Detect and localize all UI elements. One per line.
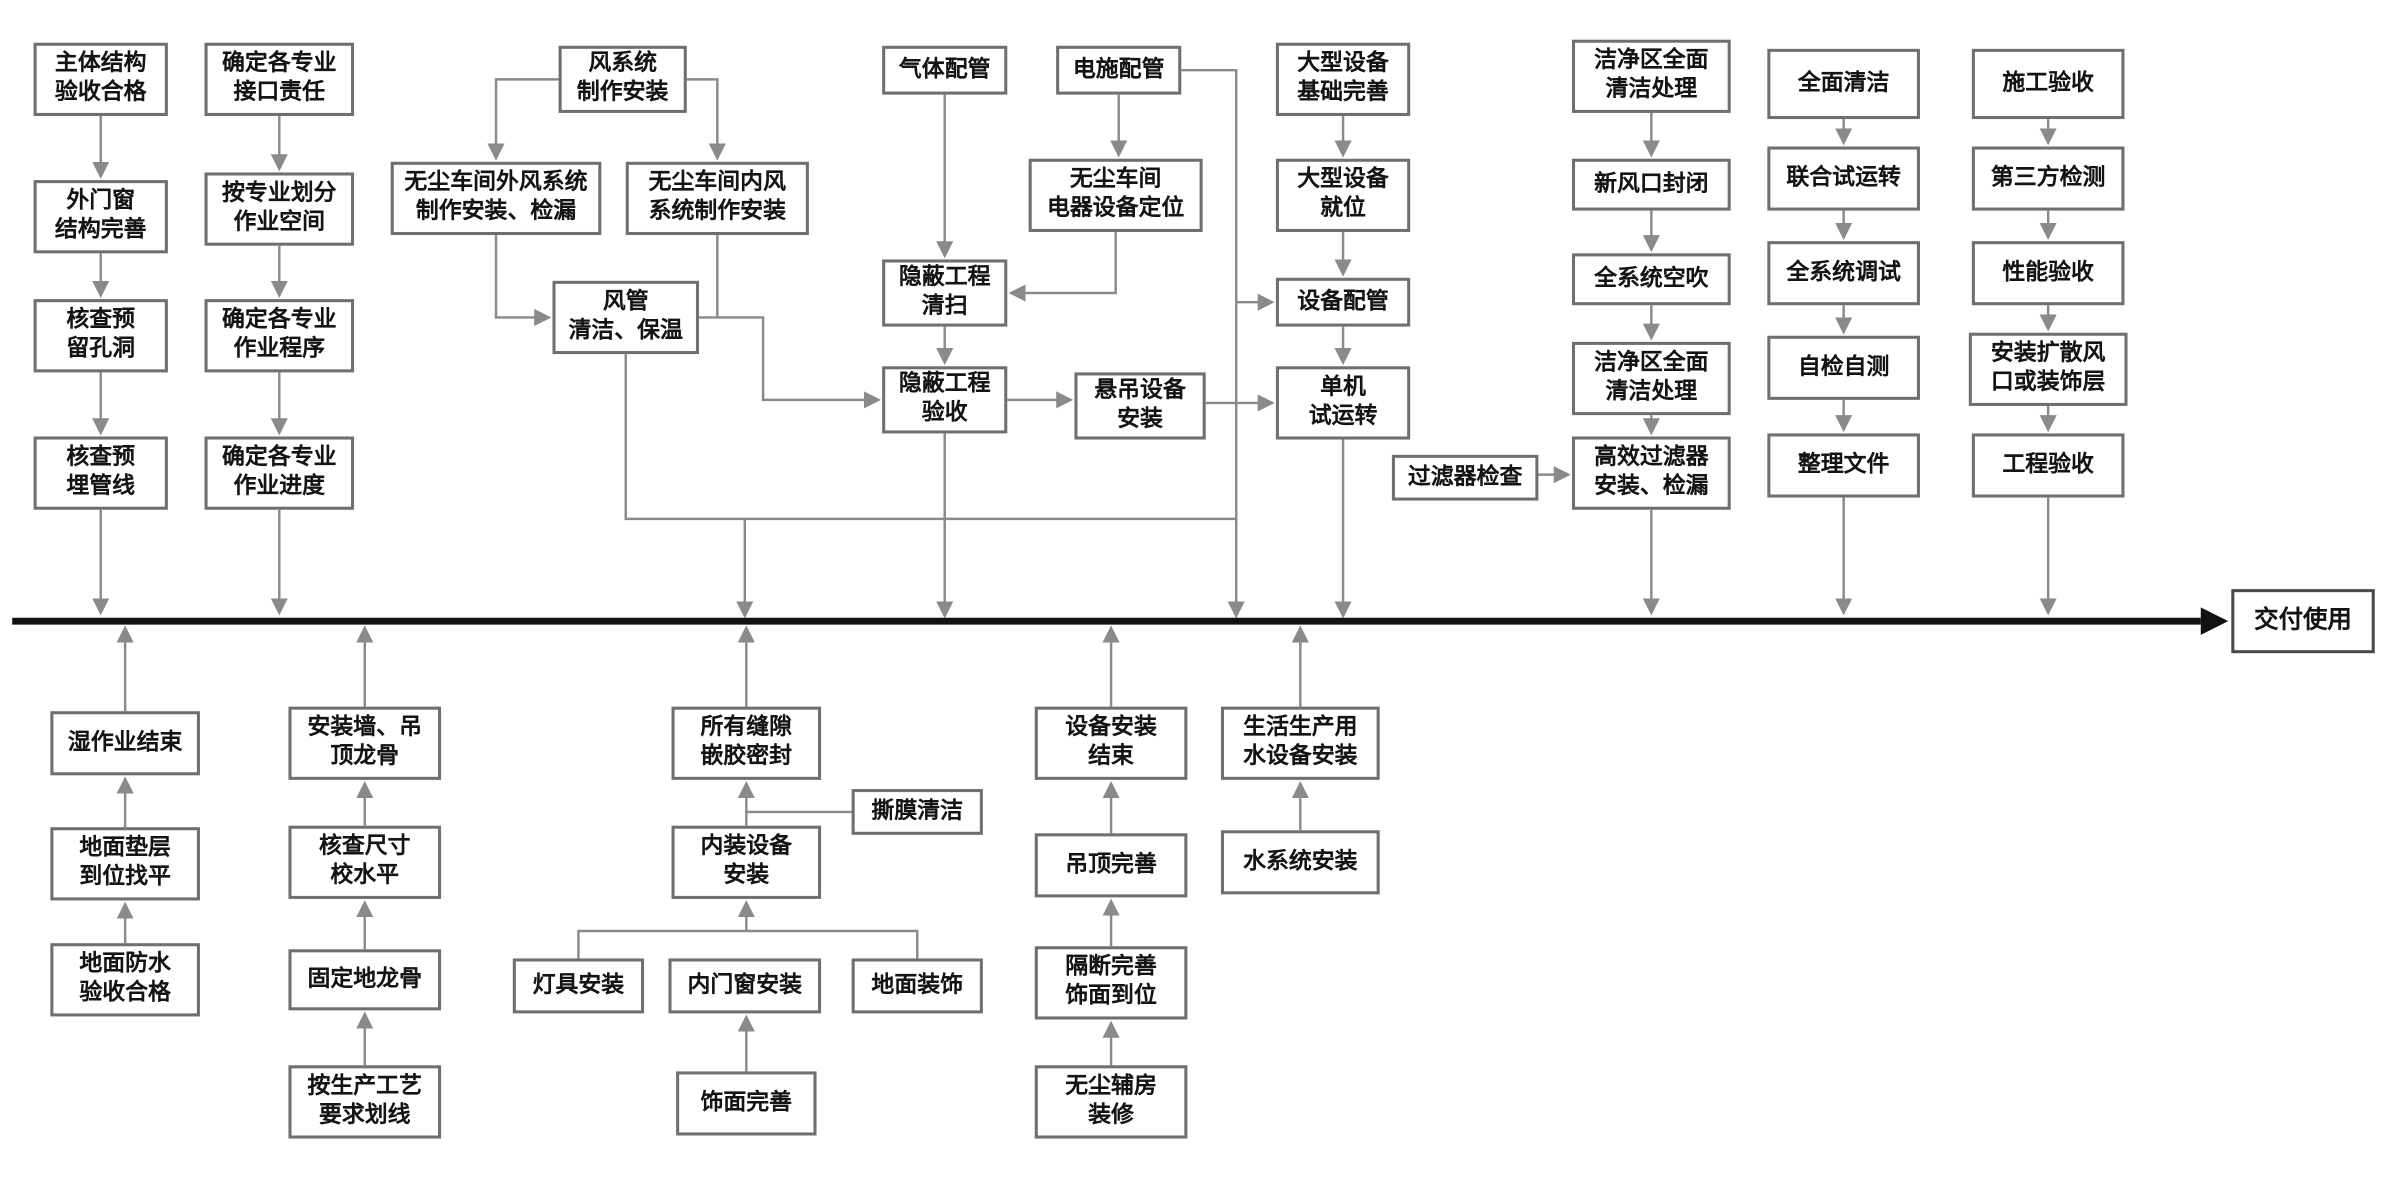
- node-main-structure-accepted: 主体结构 验收合格: [33, 42, 168, 116]
- node-full-system-commissioning: 全系统调试: [1767, 241, 1920, 306]
- node-equipment-install-finished: 设备安装 结束: [1034, 706, 1188, 780]
- node-indoor-air-system: 无尘车间内风 系统制作安装: [625, 161, 809, 236]
- node-define-work-schedule: 确定各专业 作业进度: [204, 436, 355, 510]
- node-cleanroom-full-cleaning-2: 洁净区全面 清洁处理: [1571, 341, 1731, 416]
- node-project-acceptance: 工程验收: [1971, 433, 2125, 498]
- node-water-equipment-install: 生活生产用 水设备安装: [1220, 706, 1380, 780]
- node-organize-documents: 整理文件: [1767, 433, 1920, 498]
- node-wet-work-finished: 湿作业结束: [50, 711, 200, 776]
- node-full-cleaning: 全面清洁: [1767, 48, 1920, 120]
- node-full-system-air-blow: 全系统空吹: [1571, 253, 1731, 306]
- node-check-dimensions-level: 核查尺寸 校水平: [288, 825, 442, 899]
- node-cleanroom-full-cleaning-1: 洁净区全面 清洁处理: [1571, 39, 1731, 113]
- node-equipment-piping: 设备配管: [1275, 277, 1411, 327]
- node-performance-acceptance: 性能验收: [1971, 241, 2125, 306]
- node-define-interface-responsibility: 确定各专业 接口责任: [204, 42, 355, 116]
- node-joint-test-run: 联合试运转: [1767, 146, 1920, 211]
- node-lighting-install: 灯具安装: [512, 958, 645, 1014]
- node-large-equipment-foundation: 大型设备 基础完善: [1275, 42, 1411, 116]
- connector-group: [92, 68, 2057, 1072]
- node-gas-piping: 气体配管: [882, 45, 1008, 95]
- node-install-diffuser-or-decorative-layer: 安装扩散风 口或装饰层: [1968, 332, 2128, 406]
- node-water-system-install: 水系统安装: [1220, 830, 1380, 895]
- node-finish-surface-complete: 饰面完善: [676, 1071, 817, 1136]
- node-interior-doors-windows-install: 内门窗安装: [668, 958, 822, 1014]
- node-hepa-filter-install: 高效过滤器 安装、检漏: [1571, 436, 1731, 510]
- node-single-machine-test: 单机 试运转: [1275, 366, 1411, 440]
- node-hidden-works-cleaning: 隐蔽工程 清扫: [882, 259, 1008, 327]
- node-electrical-equipment-positioning: 无尘车间 电器设备定位: [1028, 158, 1203, 232]
- node-define-work-procedure: 确定各专业 作业程序: [204, 299, 355, 373]
- node-seal-all-gaps: 所有缝隙 嵌胶密封: [671, 706, 822, 780]
- node-fresh-air-outlet-sealing: 新风口封闭: [1571, 158, 1731, 211]
- node-large-equipment-in-place: 大型设备 就位: [1275, 158, 1411, 232]
- node-interior-equipment-install: 内装设备 安装: [671, 825, 822, 899]
- node-check-embedded-pipes: 核查预 埋管线: [33, 436, 168, 510]
- node-electrical-piping: 电施配管: [1056, 45, 1182, 95]
- node-third-party-testing: 第三方检测: [1971, 146, 2125, 211]
- node-air-system-fabrication: 风系统 制作安装: [558, 45, 687, 113]
- node-hidden-works-acceptance: 隐蔽工程 验收: [882, 366, 1008, 434]
- node-duct-cleaning-insulation: 风管 清洁、保温: [552, 280, 699, 355]
- timeline-arrowhead-icon: [2200, 607, 2229, 635]
- node-floor-cushion-leveling: 地面垫层 到位找平: [50, 827, 200, 901]
- node-check-reserved-holes: 核查预 留孔洞: [33, 299, 168, 373]
- node-partition-finish-complete: 隔断完善 饰面到位: [1034, 946, 1188, 1020]
- node-construction-acceptance: 施工验收: [1971, 48, 2125, 120]
- node-delivery: 交付使用: [2231, 589, 2375, 654]
- node-cleanroom-auxiliary-room-decoration: 无尘辅房 装修: [1034, 1065, 1188, 1139]
- node-outdoor-air-system: 无尘车间外风系统 制作安装、检漏: [390, 161, 602, 236]
- node-fix-floor-keel: 固定地龙骨: [288, 949, 442, 1011]
- node-hanging-equipment-install: 悬吊设备 安装: [1074, 372, 1206, 440]
- node-self-inspection: 自检自测: [1767, 335, 1920, 400]
- node-peel-film-cleaning: 撕膜清洁: [851, 789, 983, 835]
- node-ceiling-complete: 吊顶完善: [1034, 833, 1188, 898]
- node-filter-inspection: 过滤器检查: [1391, 454, 1539, 501]
- node-floor-decoration: 地面装饰: [851, 958, 983, 1014]
- node-exterior-doors-windows: 外门窗 结构完善: [33, 180, 168, 254]
- node-divide-work-space: 按专业划分 作业空间: [204, 172, 355, 246]
- node-floor-waterproof-accepted: 地面防水 验收合格: [50, 943, 200, 1017]
- node-marking-per-process: 按生产工艺 要求划线: [288, 1065, 442, 1139]
- node-install-wall-ceiling-keel: 安装墙、吊 顶龙骨: [288, 706, 442, 780]
